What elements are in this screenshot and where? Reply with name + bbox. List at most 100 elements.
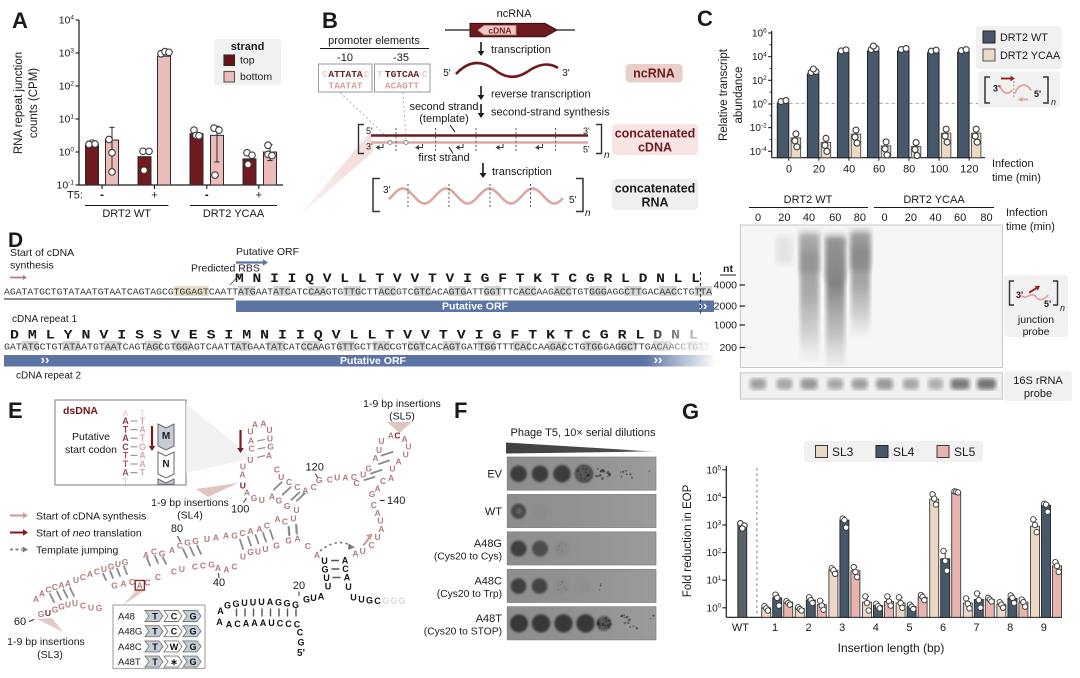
svg-text:U: U: [241, 598, 248, 608]
svg-text:105: 105: [707, 465, 722, 477]
svg-text:G: G: [184, 538, 191, 548]
svg-text:U: U: [72, 598, 78, 608]
svg-text:G: G: [189, 642, 196, 652]
svg-text:U: U: [321, 556, 328, 566]
svg-text:102: 102: [752, 75, 767, 87]
svg-text:C: C: [52, 582, 58, 592]
svg-text:››: ››: [41, 352, 50, 367]
svg-text:A48G: A48G: [118, 627, 142, 638]
svg-text:A: A: [314, 550, 320, 560]
svg-text:cDNA repeat 2: cDNA repeat 2: [16, 371, 81, 382]
svg-text:A: A: [215, 563, 221, 573]
svg-text:T: T: [123, 425, 129, 435]
svg-text:C: C: [129, 577, 135, 587]
svg-text:A: A: [213, 533, 219, 543]
svg-text:Phage T5, 10× serial dilutions: Phage T5, 10× serial dilutions: [510, 427, 656, 439]
svg-text:T: T: [152, 612, 158, 622]
svg-text:Infection: Infection: [992, 158, 1034, 170]
svg-text:A: A: [39, 589, 45, 599]
svg-text:U: U: [247, 427, 253, 437]
svg-text:C: C: [274, 465, 280, 475]
svg-text:20: 20: [778, 212, 790, 224]
svg-text:C: C: [371, 500, 377, 510]
svg-text:n: n: [604, 150, 610, 161]
svg-text:A: A: [169, 545, 175, 555]
svg-text:G: G: [224, 601, 231, 611]
svg-text:G: G: [52, 605, 59, 615]
svg-text:5': 5': [583, 145, 590, 155]
svg-text:Start of neo translation: Start of neo translation: [36, 528, 142, 540]
svg-text:A: A: [267, 597, 274, 607]
svg-text:A: A: [122, 433, 129, 443]
svg-text:G: G: [366, 596, 373, 606]
svg-text:5': 5': [366, 126, 373, 136]
svg-text:A: A: [120, 579, 126, 589]
svg-text:DRT2 YCAA: DRT2 YCAA: [903, 194, 965, 206]
svg-text:U: U: [350, 593, 357, 603]
svg-text:G: G: [122, 557, 129, 567]
svg-text:20: 20: [905, 212, 917, 224]
svg-text:106: 106: [752, 28, 767, 40]
svg-text:Insertion length (bp): Insertion length (bp): [838, 641, 945, 655]
svg-text:A48C: A48C: [474, 576, 502, 588]
svg-text:A: A: [318, 592, 325, 602]
svg-text:C: C: [192, 562, 198, 572]
svg-text:n: n: [585, 208, 591, 219]
svg-text:Start of cDNA: Start of cDNA: [10, 247, 74, 259]
svg-text:3': 3': [562, 68, 570, 79]
svg-text:U: U: [240, 552, 246, 562]
svg-text:ATTATA: ATTATA: [328, 69, 363, 80]
svg-text:synthesis: synthesis: [10, 260, 54, 272]
svg-text:T: T: [140, 433, 146, 443]
svg-text:C: C: [368, 540, 374, 550]
svg-text:A: A: [65, 579, 71, 589]
svg-text:C: C: [248, 444, 254, 454]
svg-text:C: C: [374, 596, 381, 606]
svg-text:80: 80: [171, 523, 183, 535]
svg-text:C: C: [286, 477, 292, 487]
svg-text:start codon: start codon: [65, 444, 117, 456]
svg-text:4: 4: [873, 622, 879, 634]
svg-text:A: A: [251, 618, 258, 628]
svg-text:10-4: 10-4: [750, 146, 767, 158]
svg-text:DRT2 WT: DRT2 WT: [784, 194, 833, 206]
svg-text:Putative: Putative: [72, 431, 110, 443]
svg-text:(SL3): (SL3): [37, 649, 63, 661]
svg-text:C: C: [380, 476, 386, 486]
svg-text:M: M: [162, 431, 170, 442]
svg-text:A: A: [260, 419, 266, 429]
svg-text:A: A: [223, 531, 229, 541]
svg-text:G: G: [273, 541, 280, 551]
svg-text:G: G: [192, 536, 199, 546]
svg-text:››: ››: [654, 352, 663, 367]
svg-text:promoter elements: promoter elements: [328, 35, 420, 47]
svg-text:60: 60: [954, 212, 966, 224]
svg-text:20: 20: [293, 580, 305, 592]
svg-text:Fold reduction in EOP: Fold reduction in EOP: [682, 484, 694, 597]
svg-text:3': 3': [366, 142, 373, 152]
svg-text:C: C: [171, 627, 178, 637]
svg-text:G: G: [369, 489, 376, 499]
svg-text:104: 104: [752, 51, 767, 63]
svg-text:40: 40: [803, 212, 815, 224]
svg-text:G: G: [398, 596, 405, 606]
svg-text:U: U: [266, 425, 272, 435]
svg-text:C: C: [80, 572, 86, 582]
svg-text:Relative transcript: Relative transcript: [718, 48, 730, 141]
svg-text:T: T: [377, 70, 383, 80]
svg-text:G: G: [159, 549, 166, 559]
svg-text:nt: nt: [723, 263, 733, 275]
svg-text:U: U: [405, 442, 411, 452]
svg-text:T: T: [123, 459, 129, 469]
svg-text:G: G: [316, 475, 323, 485]
svg-text:A: A: [122, 468, 129, 478]
svg-text:C: C: [311, 482, 317, 492]
svg-text:A: A: [396, 456, 402, 466]
svg-text:G: G: [682, 399, 699, 424]
svg-text:A: A: [352, 548, 358, 558]
svg-text:G: G: [321, 565, 328, 575]
svg-text:C: C: [155, 572, 161, 582]
svg-text:U: U: [375, 532, 381, 542]
svg-text:-10: -10: [337, 52, 353, 64]
svg-text:T: T: [123, 450, 129, 460]
